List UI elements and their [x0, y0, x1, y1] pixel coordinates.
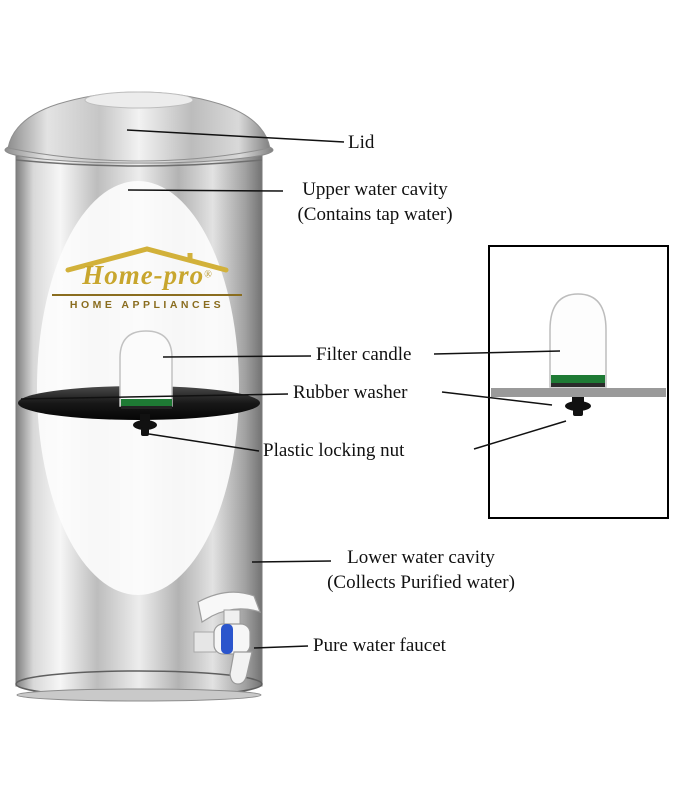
brand-name: Home-pro® — [52, 260, 242, 291]
inset-detail-box — [488, 245, 669, 519]
faucet-shape — [193, 591, 262, 685]
label-rubber-washer: Rubber washer — [293, 382, 408, 403]
roof-icon — [65, 246, 229, 273]
label-plastic-locking-nut: Plastic locking nut — [263, 440, 405, 461]
brand-name-text: Home-pro — [82, 260, 205, 290]
brand-logo: Home-pro® HOME APPLIANCES — [52, 244, 242, 311]
label-lower-cavity-line1: Lower water cavity — [347, 547, 495, 568]
locking-nut-shape — [133, 414, 157, 436]
label-lower-cavity-line2: (Collects Purified water) — [327, 571, 515, 593]
filter-candle-shape — [119, 330, 173, 409]
label-pure-water-faucet: Pure water faucet — [313, 635, 446, 656]
label-upper-cavity-line2: (Contains tap water) — [297, 203, 453, 225]
label-lower-cavity: Lower water cavity (Collects Purified wa… — [302, 546, 540, 595]
lid-shape — [4, 91, 274, 167]
brand-tagline: HOME APPLIANCES — [52, 294, 242, 311]
pointer-lines — [20, 129, 567, 649]
label-upper-cavity-line1: Upper water cavity — [302, 179, 448, 200]
label-filter-candle: Filter candle — [316, 344, 412, 365]
label-upper-cavity: Upper water cavity (Contains tap water) — [282, 178, 468, 227]
label-lid: Lid — [348, 132, 375, 153]
registered-mark: ® — [204, 269, 212, 281]
